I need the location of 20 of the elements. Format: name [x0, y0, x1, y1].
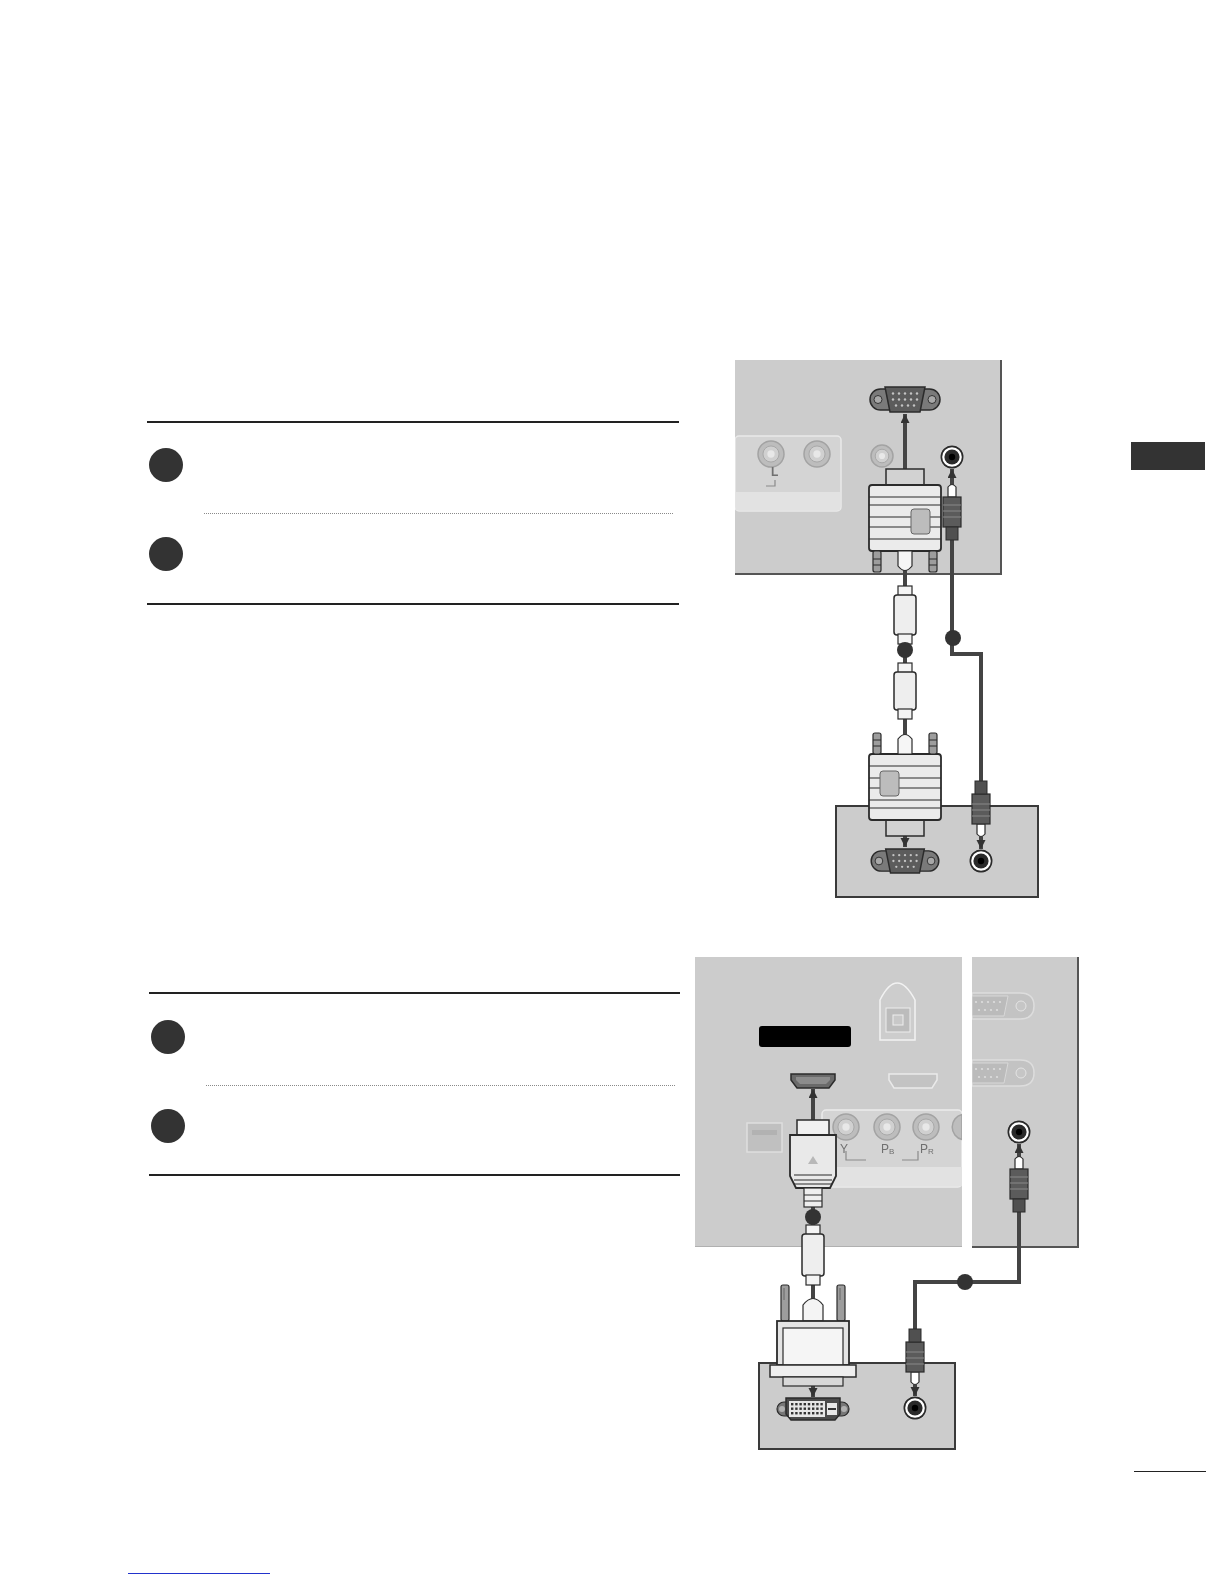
- audio-jack: [903, 1396, 927, 1420]
- port-label: P$_{B}$: [881, 1142, 895, 1156]
- audio-jack: [1007, 1120, 1031, 1144]
- port-label: P$_{R}$: [920, 1142, 934, 1156]
- hdmi-port: [790, 1073, 836, 1089]
- rear-panel: [695, 957, 962, 1247]
- rear-panel: [972, 957, 1079, 1248]
- port-label: Y: [840, 1142, 848, 1156]
- port-label: L: [771, 465, 779, 479]
- audio-jack: [969, 849, 993, 873]
- audio-cable: [942, 469, 991, 849]
- audio-cable: [905, 1144, 1029, 1396]
- label-plate: [759, 1026, 851, 1047]
- audio-jack: [940, 445, 964, 469]
- dvi-port: [776, 1397, 850, 1421]
- section-tab: [1131, 442, 1205, 470]
- vga-port: [869, 385, 941, 414]
- hdmi-to-dvi-cable: [769, 1089, 857, 1397]
- vga-cable-drawing: [868, 414, 942, 847]
- vga-port: [869, 847, 941, 875]
